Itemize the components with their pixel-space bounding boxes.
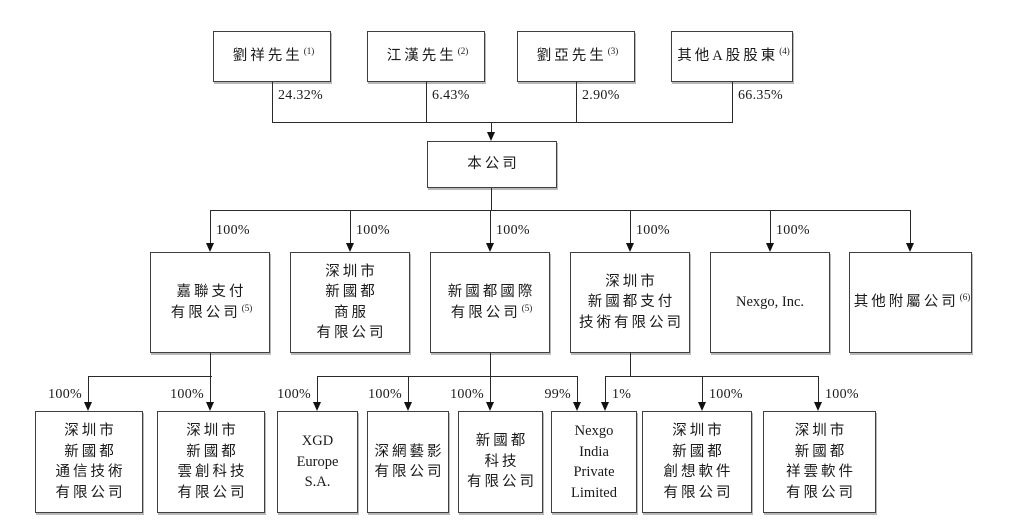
- footnote-marker: (5): [521, 302, 533, 313]
- connector-line: [630, 353, 632, 377]
- ownership-pct-label: 100%: [170, 387, 204, 402]
- ownership-pct-label: 100%: [368, 387, 402, 402]
- connector-line: [818, 376, 820, 404]
- ownership-pct-label: 24.32%: [278, 88, 323, 103]
- shareholder-name: 劉亞先生: [536, 48, 607, 65]
- subsidiary-box-nexgo-inc: Nexgo, Inc.: [710, 252, 830, 353]
- connector-line: [491, 188, 493, 210]
- arrow-down-icon: [814, 402, 822, 411]
- arrow-down-icon: [486, 243, 494, 252]
- connector-line: [577, 376, 579, 404]
- connector-line: [910, 210, 912, 245]
- connector-line: [490, 376, 492, 404]
- connector-line: [88, 376, 90, 404]
- company-name: 本公司: [467, 156, 520, 173]
- footnote-marker: (6): [959, 292, 971, 303]
- ownership-pct-label: 100%: [216, 223, 250, 238]
- connector-line: [210, 210, 911, 212]
- ownership-pct-label: 100%: [48, 387, 82, 402]
- shareholder-name: 其他A股股東: [677, 48, 779, 65]
- subsub-box-tongxin-jishu: 深圳市 新國都 通信技術 有限公司: [35, 411, 143, 513]
- shareholder-name: 劉祥先生: [232, 48, 303, 65]
- ownership-pct-label: 100%: [277, 387, 311, 402]
- subsub-box-yunchuang-keji: 深圳市 新國都 雲創科技 有限公司: [157, 411, 265, 513]
- ownership-pct-label: 100%: [450, 387, 484, 402]
- subsidiary-box-xgd-international: 新國都國際 有限公司(5): [430, 252, 550, 353]
- ownership-pct-label: 100%: [496, 223, 530, 238]
- subsub-box-chuangxiang-ruanjian: 深圳市 新國都 創想軟件 有限公司: [642, 411, 752, 513]
- arrow-down-icon: [698, 402, 706, 411]
- shareholder-box-3: 劉亞先生(3): [517, 31, 635, 82]
- connector-line: [770, 210, 772, 245]
- subsub-box-xgd-europe: XGD Europe S.A.: [277, 411, 358, 513]
- arrow-down-icon: [487, 132, 495, 141]
- subsidiary-box-jialian-payment: 嘉聯支付 有限公司(5): [150, 252, 270, 353]
- connector-line: [490, 210, 492, 245]
- footnote-marker: (2): [457, 46, 469, 57]
- ownership-pct-label: 100%: [356, 223, 390, 238]
- ownership-pct-label: 6.43%: [432, 88, 470, 103]
- arrow-down-icon: [906, 243, 914, 252]
- connector-line: [576, 82, 578, 122]
- shareholder-name: 江漢先生: [386, 48, 457, 65]
- connector-line: [408, 376, 410, 404]
- connector-line: [317, 376, 578, 378]
- arrow-down-icon: [206, 402, 214, 411]
- connector-line: [426, 82, 428, 122]
- subsub-box-nexgo-india: Nexgo India Private Limited: [551, 411, 637, 513]
- footnote-marker: (5): [241, 302, 253, 313]
- connector-line: [732, 82, 734, 122]
- subsidiary-box-payment-technology: 深圳市 新國都支付 技術有限公司: [570, 252, 690, 353]
- footnote-marker: (3): [607, 46, 619, 57]
- ownership-pct-label: 66.35%: [738, 88, 783, 103]
- connector-line: [350, 210, 352, 245]
- ownership-pct-label: 1%: [612, 387, 632, 402]
- connector-line: [210, 376, 212, 404]
- ownership-pct-label: 100%: [776, 223, 810, 238]
- arrow-down-icon: [601, 402, 609, 411]
- subsidiary-box-shangfu: 深圳市 新國都 商服 有限公司: [290, 252, 410, 353]
- ownership-pct-label: 99%: [544, 387, 571, 402]
- shareholder-box-2: 江漢先生(2): [367, 31, 485, 82]
- footnote-marker: (4): [779, 46, 790, 57]
- company-box: 本公司: [427, 141, 557, 188]
- arrow-down-icon: [486, 402, 494, 411]
- connector-line: [317, 376, 319, 404]
- arrow-down-icon: [573, 402, 581, 411]
- arrow-down-icon: [766, 243, 774, 252]
- ownership-pct-label: 2.90%: [582, 88, 620, 103]
- arrow-down-icon: [626, 243, 634, 252]
- connector-line: [272, 82, 274, 122]
- arrow-down-icon: [206, 243, 214, 252]
- connector-line: [88, 376, 212, 378]
- subsub-box-xgd-keji: 新國都 科技 有限公司: [458, 411, 543, 513]
- shareholder-box-4: 其他A股股東(4): [671, 31, 793, 82]
- subsub-box-shenwang-yiying: 深網藝影 有限公司: [367, 411, 449, 513]
- connector-line: [490, 353, 492, 377]
- subsub-box-xiangyun-ruanjian: 深圳市 新國都 祥雲軟件 有限公司: [763, 411, 876, 513]
- connector-line: [210, 210, 212, 245]
- connector-line: [702, 376, 704, 404]
- connector-line: [605, 376, 607, 404]
- ownership-pct-label: 100%: [709, 387, 743, 402]
- footnote-marker: (1): [303, 46, 315, 57]
- connector-line: [210, 353, 212, 377]
- arrow-down-icon: [404, 402, 412, 411]
- connector-line: [605, 376, 819, 378]
- connector-line: [491, 122, 493, 134]
- subsidiary-box-other-subsidiaries: 其他附屬公司(6): [849, 252, 972, 353]
- ownership-pct-label: 100%: [636, 223, 670, 238]
- arrow-down-icon: [313, 402, 321, 411]
- ownership-pct-label: 100%: [825, 387, 859, 402]
- arrow-down-icon: [84, 402, 92, 411]
- arrow-down-icon: [346, 243, 354, 252]
- connector-line: [630, 210, 632, 245]
- shareholder-box-1: 劉祥先生(1): [213, 31, 331, 82]
- connector-line: [272, 122, 733, 124]
